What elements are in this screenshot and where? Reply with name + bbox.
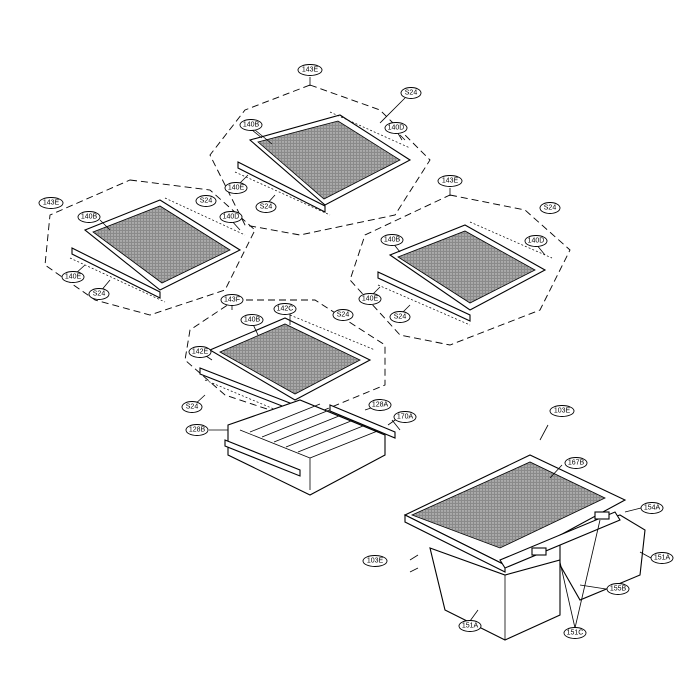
label-128a: 128A: [368, 399, 392, 411]
label-143e-left: 143E: [38, 197, 64, 209]
svg-text:143F: 143F: [224, 297, 240, 304]
shelf-assembly-middle: [184, 299, 386, 421]
pan-assembly: [403, 424, 646, 641]
label-s24-middle-a: S24: [332, 309, 354, 321]
label-s24-right-a: S24: [539, 202, 561, 214]
shelf-assembly-top: [209, 77, 431, 236]
svg-text:140B: 140B: [384, 237, 401, 244]
label-140d-top: 140D: [384, 122, 408, 134]
svg-text:140D: 140D: [528, 238, 545, 245]
drawer-rail-right: [329, 404, 396, 439]
label-170a: 170A: [393, 411, 417, 423]
svg-text:143E: 143E: [442, 178, 459, 185]
label-140d-left: 140D: [219, 211, 243, 223]
label-s24-middle-b: S24: [181, 401, 203, 413]
svg-text:140B: 140B: [243, 122, 260, 129]
svg-text:151C: 151C: [567, 630, 584, 637]
group-outline-left: [44, 179, 256, 316]
label-143f: 143F: [220, 294, 244, 306]
slide-rail-154a: [594, 511, 610, 520]
label-151a-right: 151A: [650, 552, 674, 564]
callout-labels: 143E S24 140B 140D 140E S24 143E 140B S2…: [38, 64, 674, 639]
svg-text:167B: 167B: [568, 460, 585, 467]
label-142c: 142C: [273, 303, 297, 315]
label-140b-top: 140B: [239, 119, 263, 131]
svg-text:140D: 140D: [223, 214, 240, 221]
label-140b-left: 140B: [77, 211, 101, 223]
label-140d-right: 140D: [524, 235, 548, 247]
shelf-glass-top: [257, 120, 401, 200]
label-143e-top: 143E: [297, 64, 323, 76]
shelf-front-trim-left: [71, 247, 161, 299]
shelf-front-trim-top: [237, 161, 326, 213]
label-151c: 151C: [563, 627, 587, 639]
slide-rail-center: [531, 547, 547, 556]
crisper-drawer-assembly: [209, 399, 401, 496]
label-103e-top: 103E: [549, 405, 575, 417]
svg-text:103E: 103E: [554, 408, 571, 415]
svg-text:154A: 154A: [644, 505, 661, 512]
svg-text:S24: S24: [93, 291, 106, 298]
shelf-glass-middle: [219, 323, 361, 395]
group-outline-right: [349, 194, 571, 346]
svg-text:S24: S24: [337, 312, 350, 319]
label-154a: 154A: [640, 502, 664, 514]
label-s24-left-a: S24: [195, 195, 217, 207]
label-s24-top-b: S24: [255, 201, 277, 213]
shelf-front-trim-right: [377, 271, 471, 322]
svg-text:140E: 140E: [362, 296, 379, 303]
svg-text:151A: 151A: [654, 555, 671, 562]
drawer-rail-left: [224, 439, 301, 477]
svg-text:142C: 142C: [277, 306, 294, 313]
shelf-assembly-right: [349, 188, 571, 346]
label-142e: 142E: [188, 346, 212, 358]
svg-text:103E: 103E: [367, 558, 384, 565]
label-s24-right-b: S24: [389, 311, 411, 323]
crisper-drawer: [227, 399, 386, 496]
label-143e-right: 143E: [437, 175, 463, 187]
pan-cover-front: [404, 514, 506, 573]
label-103e-left: 103E: [362, 555, 388, 567]
svg-text:140D: 140D: [388, 125, 405, 132]
label-140b-right: 140B: [380, 234, 404, 246]
label-167b: 167B: [564, 457, 588, 469]
svg-text:140B: 140B: [81, 214, 98, 221]
svg-text:155B: 155B: [610, 586, 627, 593]
label-155b: 155B: [606, 583, 630, 595]
shelf-assembly-left: [44, 179, 256, 316]
svg-text:140E: 140E: [228, 185, 245, 192]
label-s24-top-a: S24: [400, 87, 422, 99]
svg-text:143E: 143E: [43, 200, 60, 207]
svg-text:151A: 151A: [462, 623, 479, 630]
group-outline-top: [209, 84, 431, 236]
svg-text:S24: S24: [394, 314, 407, 321]
label-s24-left-b: S24: [88, 288, 110, 300]
pan-cover-glass: [410, 461, 606, 549]
svg-text:142E: 142E: [192, 349, 209, 356]
svg-text:140B: 140B: [244, 317, 261, 324]
svg-text:128A: 128A: [372, 402, 389, 409]
label-140e-left: 140E: [61, 271, 85, 283]
svg-text:143E: 143E: [302, 67, 319, 74]
shelf-glass-right: [397, 230, 536, 304]
svg-text:S24: S24: [186, 404, 199, 411]
label-128b: 128B: [185, 424, 209, 436]
shelf-glass-left: [92, 205, 231, 284]
svg-text:170A: 170A: [397, 414, 414, 421]
svg-text:128B: 128B: [189, 427, 206, 434]
svg-text:S24: S24: [200, 198, 213, 205]
label-140e-top: 140E: [224, 182, 248, 194]
svg-text:S24: S24: [260, 204, 273, 211]
svg-text:S24: S24: [544, 205, 557, 212]
pan-divider-rail: [499, 511, 621, 569]
label-140b-middle: 140B: [240, 314, 264, 326]
svg-text:140E: 140E: [65, 274, 82, 281]
label-140e-right: 140E: [358, 293, 382, 305]
label-151a-bottom: 151A: [458, 620, 482, 632]
svg-text:S24: S24: [405, 90, 418, 97]
